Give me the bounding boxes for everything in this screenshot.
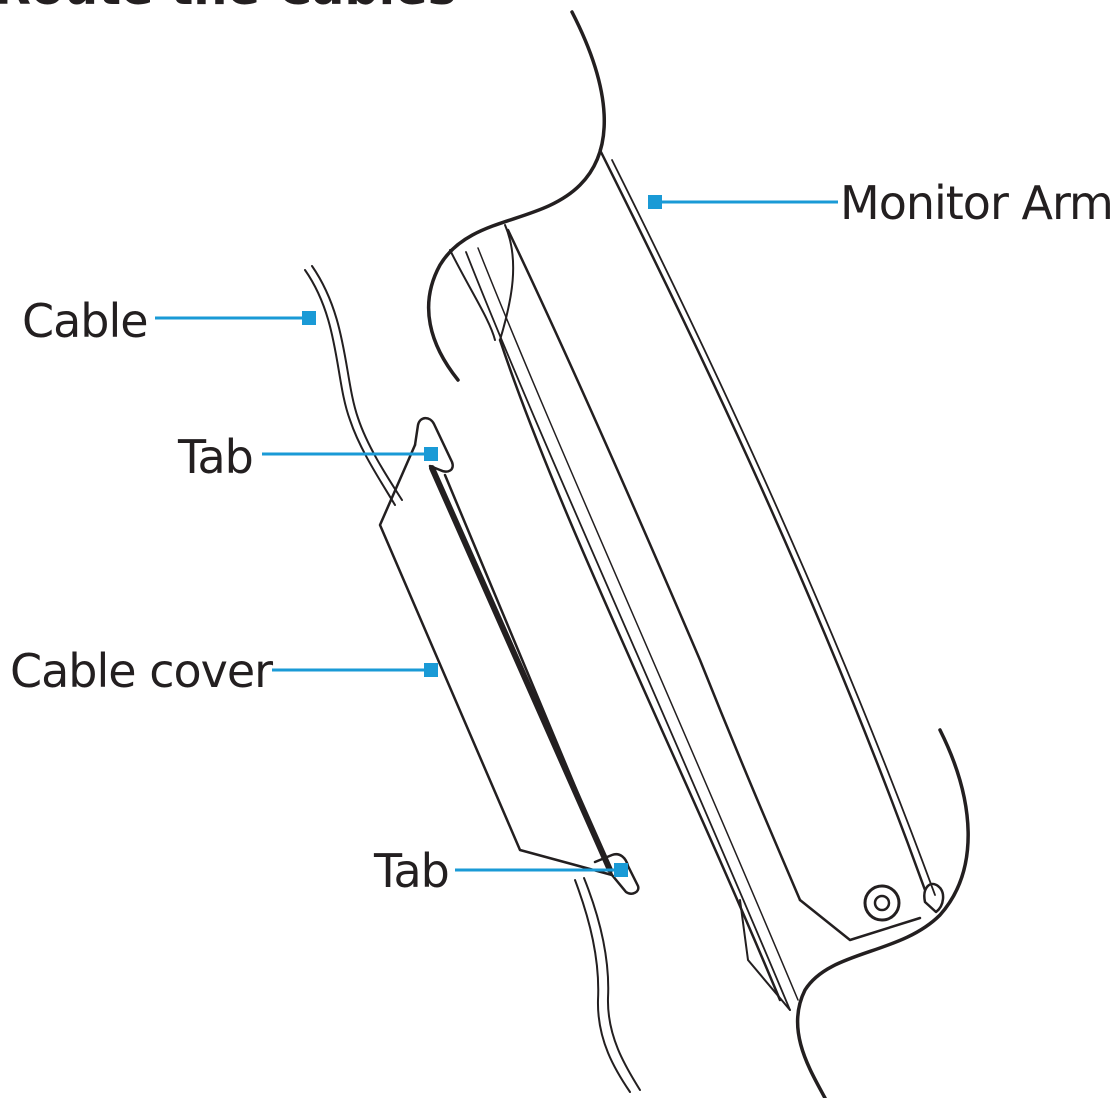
monitor-arm-bottom-plate [798, 898, 922, 942]
cable-lower-left [574, 879, 631, 1093]
label-tab-top: Tab [178, 430, 254, 484]
label-cable-cover: Cable cover [10, 644, 273, 698]
monitor-arm-left-edge-inner-2 [477, 247, 799, 1001]
leader-tab-top-marker [424, 447, 438, 461]
leader-cable-cover-marker [424, 663, 438, 677]
monitor-arm-left-edge [498, 338, 782, 1002]
cable-cover-top-tab [413, 416, 454, 473]
monitor-arm-sleeve-rim [499, 224, 515, 341]
page-title: Route the Cables [0, 0, 456, 12]
leader-tab-bottom-marker [614, 863, 628, 877]
label-tab-bottom: Tab [374, 844, 450, 898]
cable-cover-bottom-tab [593, 853, 640, 895]
cable-upper-left [304, 269, 396, 506]
label-monitor-arm: Monitor Arm [840, 176, 1114, 230]
label-cable: Cable [22, 294, 149, 348]
monitor-arm-upper-sleeve [426, 10, 607, 382]
cable [304, 265, 641, 1093]
monitor-arm [426, 10, 970, 1098]
cable-cover [378, 416, 640, 895]
cable-lower-right [583, 877, 641, 1091]
cable-cover-outline [378, 443, 614, 877]
monitor-arm-right-edge-inner [611, 159, 936, 896]
monitor-arm-knob [923, 882, 945, 914]
monitor-arm-sleeve-inner [449, 249, 496, 341]
leader-monitor-arm-marker [648, 195, 662, 209]
cable-cover-thick-edge [429, 465, 613, 873]
leader-lines [155, 195, 838, 877]
monitor-arm-screw-outer [863, 884, 901, 922]
cable-upper-right [311, 265, 403, 501]
monitor-arm-ridge [506, 228, 802, 902]
monitor-arm-lower-sleeve [795, 728, 970, 1098]
monitor-arm-left-edge-inner [465, 251, 791, 1011]
monitor-arm-right-edge [598, 148, 927, 892]
leader-cable-marker [302, 311, 316, 325]
monitor-arm-screw-inner [873, 894, 891, 912]
monitor-arm-bottom-flange [739, 899, 791, 1011]
